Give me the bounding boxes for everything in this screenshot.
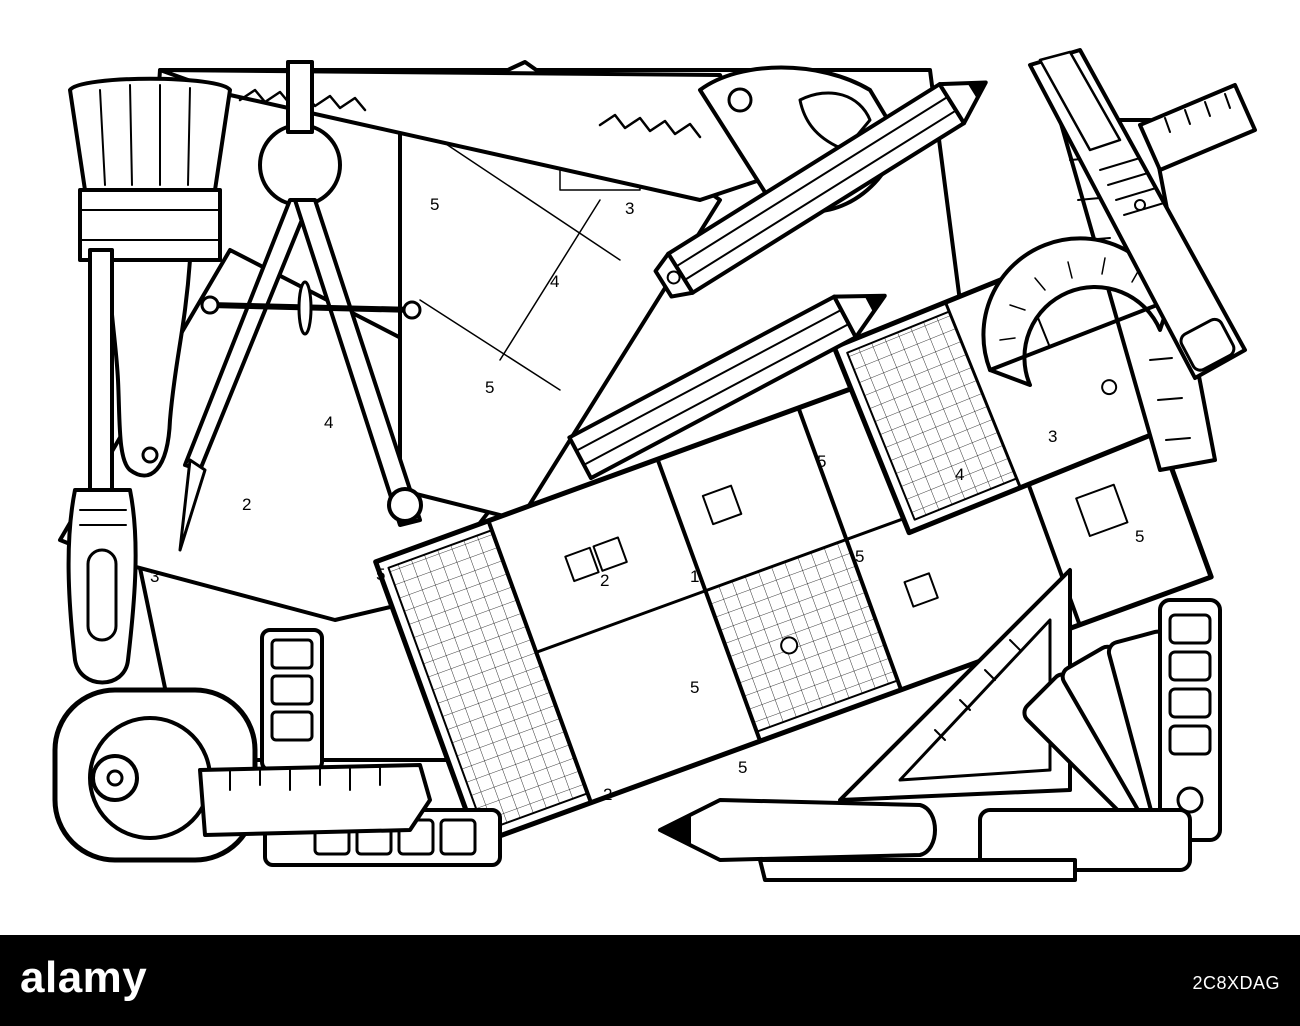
room-number: 2 — [603, 785, 612, 804]
drafting-compass — [178, 60, 423, 552]
room-number: 5 — [817, 452, 826, 471]
compass-pencil-tip — [178, 458, 207, 552]
compass-head-ring — [258, 123, 342, 207]
room-number: 3 — [625, 199, 634, 218]
room-number: 4 — [324, 413, 333, 432]
room-number: 4 — [550, 272, 559, 291]
paint-brush — [68, 76, 232, 478]
construction-tools-illustration: 5 5 3 4 4 2 5 2 1 4 3 5 5 5 5 5 2 5 3 — [52, 48, 1257, 882]
triangle-ruler — [838, 568, 1072, 802]
pencil-top — [653, 80, 988, 299]
screwdriver — [66, 248, 138, 685]
room-number: 5 — [376, 565, 385, 584]
room-number: 3 — [150, 567, 159, 586]
brush-handle — [107, 258, 192, 478]
room-number: 5 — [855, 547, 864, 566]
room-number: 3 — [1048, 427, 1057, 446]
room-number: 1 — [690, 567, 699, 586]
color-swatch-fan — [978, 598, 1222, 872]
pencil-middle — [567, 293, 887, 481]
brush-bristles — [68, 76, 232, 192]
room-number: 5 — [690, 678, 699, 697]
tape-measure — [52, 687, 432, 863]
ruler-horizontal — [1138, 83, 1257, 172]
room-number: 5 — [738, 758, 747, 777]
pencil-short — [658, 798, 937, 862]
compass-leg-right — [293, 198, 422, 527]
compass-crossbar — [207, 302, 418, 313]
room-number: 4 — [955, 465, 964, 484]
room-number: 5 — [430, 195, 439, 214]
floor-plan-sheets — [58, 60, 1214, 847]
tape-measure-blade — [198, 763, 432, 837]
knife-blade — [1038, 50, 1122, 152]
watermark-bar: alamy 2C8XDAG — [0, 935, 1300, 1026]
room-number: 2 — [242, 495, 251, 514]
blueprint-sheet-bottom — [758, 858, 1077, 882]
utility-knife — [1028, 48, 1247, 380]
watermark-image-code: 2C8XDAG — [1192, 973, 1280, 993]
room-number: 2 — [600, 571, 609, 590]
saw-handle-screw — [727, 87, 753, 113]
room-number: 5 — [485, 378, 494, 397]
room-number-labels: 5 5 3 4 4 2 5 2 1 4 3 5 5 5 5 5 2 5 3 — [150, 90, 1144, 804]
watermark-brand: alamy — [20, 953, 148, 1002]
room-number: 5 — [1135, 527, 1144, 546]
compass-handle — [286, 60, 314, 134]
screwdriver-shaft — [88, 248, 114, 492]
illustration-svg: 5 5 3 4 4 2 5 2 1 4 3 5 5 5 5 5 2 5 3 — [52, 48, 1257, 882]
